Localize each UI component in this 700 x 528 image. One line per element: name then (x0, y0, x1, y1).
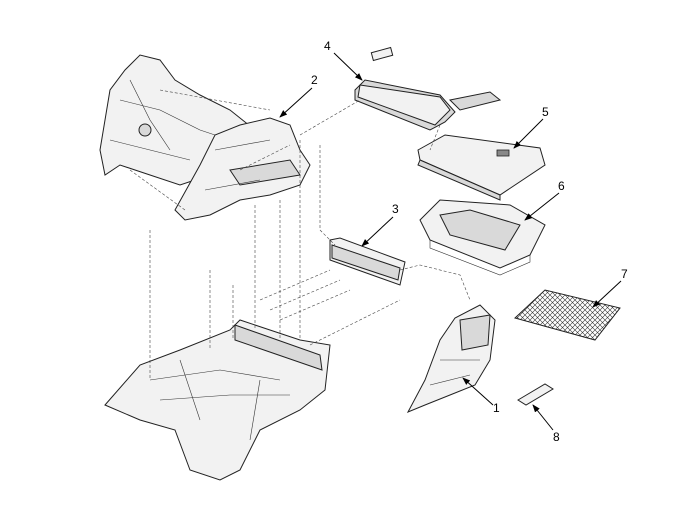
luggage-tray-6 (419, 199, 546, 276)
luggage-board-5 (417, 134, 546, 201)
rear-transverse-trim-3 (329, 237, 406, 286)
net-hook-8 (517, 383, 554, 406)
luggage-cover-4 (354, 46, 502, 131)
connection-lines (129, 89, 471, 380)
callout-6: 6 (558, 179, 565, 193)
callout-8: 8 (553, 430, 560, 444)
callout-7: 7 (621, 267, 628, 281)
callout-4: 4 (324, 39, 331, 53)
luggage-net-7 (514, 289, 621, 341)
luggage-side-trim-1 (406, 304, 496, 413)
callout-5: 5 (542, 105, 549, 119)
callout-3: 3 (392, 202, 399, 216)
rear-floor-panel (104, 319, 331, 481)
callout-1: 1 (493, 401, 500, 415)
callout-2: 2 (311, 73, 318, 87)
